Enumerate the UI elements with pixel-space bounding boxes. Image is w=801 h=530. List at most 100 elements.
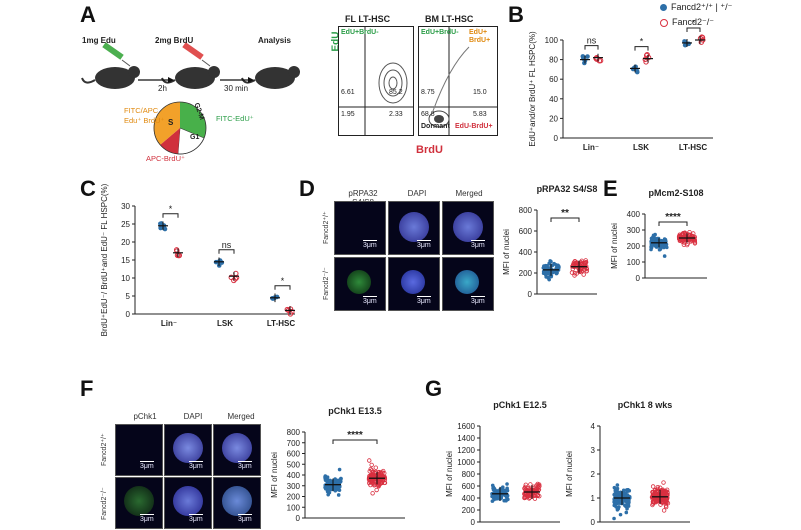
y-tick-label: 0 bbox=[554, 134, 559, 143]
micro-d-label-3: Merged bbox=[455, 189, 483, 198]
significance-label: * bbox=[692, 20, 696, 28]
chart-title: pChk1 8 wks bbox=[618, 400, 673, 410]
micro-d-r1c2: 3μm bbox=[388, 201, 440, 255]
micro-d-row1: Fancd2⁺/⁺ bbox=[323, 211, 330, 244]
y-tick-label: 100 bbox=[627, 258, 641, 267]
data-point-ko bbox=[660, 500, 665, 505]
data-point-wt bbox=[615, 483, 620, 487]
flow1-v-tr: 85.2 bbox=[389, 89, 403, 96]
y-axis-label: MFI of nuclei bbox=[610, 223, 619, 269]
y-tick-label: 600 bbox=[519, 227, 533, 236]
data-point-ko bbox=[650, 484, 656, 489]
data-point-wt bbox=[505, 488, 510, 493]
significance-label: * bbox=[281, 276, 285, 286]
pie-right-label: FITC-EdU⁺ bbox=[216, 114, 254, 123]
data-point-wt bbox=[625, 506, 629, 511]
data-point-ko bbox=[581, 272, 586, 277]
step-brdu: 2mg BrdU bbox=[155, 36, 194, 45]
flow-title-2: BM LT-HSC bbox=[425, 14, 474, 24]
micro-f-label-3: Merged bbox=[227, 412, 255, 421]
y-tick-label: 5 bbox=[126, 292, 131, 301]
data-point-ko bbox=[522, 486, 527, 491]
legend-label-wt: Fancd2⁺/⁺ | ⁺/⁻ bbox=[671, 2, 733, 12]
data-point-ko bbox=[530, 489, 536, 494]
y-axis-label: MFI of nuclei bbox=[565, 451, 574, 497]
y-tick-label: 1000 bbox=[457, 458, 475, 467]
data-point-wt bbox=[323, 475, 327, 479]
legend-label-ko: Fancd2⁻/⁻ bbox=[672, 17, 715, 27]
flow2-v-bl: 68.8 bbox=[421, 111, 435, 118]
data-point-ko bbox=[643, 52, 650, 59]
flow-title-1: FL LT-HSC bbox=[345, 14, 391, 24]
syringe-green-icon bbox=[102, 42, 131, 67]
data-point-ko bbox=[655, 484, 660, 490]
data-point-wt bbox=[682, 42, 688, 48]
data-point-ko bbox=[653, 498, 658, 503]
y-tick-label: 400 bbox=[287, 471, 301, 480]
data-point-wt bbox=[626, 487, 630, 492]
data-point-ko bbox=[535, 481, 540, 487]
data-point-ko bbox=[652, 488, 658, 493]
panel-letter-b: B bbox=[508, 2, 524, 27]
data-point-wt bbox=[327, 480, 331, 485]
micro-d-row2: Fancd2⁻/⁻ bbox=[323, 267, 330, 300]
pie-bottom-label: APC-BrdU⁺ bbox=[146, 154, 185, 163]
data-point-wt bbox=[626, 504, 631, 508]
data-point-wt bbox=[621, 488, 626, 493]
time-30min: 30 min bbox=[224, 84, 249, 93]
micro-f-r2c2: 3μm bbox=[164, 477, 212, 529]
data-point-wt bbox=[617, 499, 622, 503]
significance-bracket bbox=[218, 249, 235, 254]
pie-left-label-2: Edu⁺ BrdU⁺ bbox=[124, 116, 165, 125]
mouse-2-icon bbox=[161, 66, 220, 89]
data-point-ko bbox=[376, 483, 381, 488]
y-axis-label: EdU⁺and/or BrdU⁺ FL HSPC(%) bbox=[528, 31, 537, 147]
y-tick-label: 400 bbox=[462, 494, 476, 503]
scalebar: 3μm bbox=[140, 461, 154, 470]
data-point-wt bbox=[326, 484, 331, 489]
significance-label: ns bbox=[587, 36, 597, 46]
nucleus bbox=[455, 270, 479, 294]
data-point-wt bbox=[657, 247, 662, 252]
step-analysis: Analysis bbox=[258, 36, 291, 45]
panel-letter-d: D bbox=[299, 176, 315, 201]
data-point-ko bbox=[654, 489, 660, 494]
data-point-ko bbox=[370, 491, 375, 496]
y-tick-label: 2 bbox=[591, 470, 596, 479]
data-point-wt bbox=[545, 263, 549, 268]
data-point-wt bbox=[653, 244, 658, 248]
scalebar: 3μm bbox=[238, 461, 252, 470]
flow2-q-tr-1: EdU+ bbox=[469, 29, 488, 36]
y-tick-label: 80 bbox=[549, 56, 558, 65]
panel-letter-c: C bbox=[80, 176, 96, 201]
y-tick-label: 1200 bbox=[457, 446, 475, 455]
significance-label: * bbox=[640, 37, 644, 47]
y-tick-label: 30 bbox=[121, 202, 130, 211]
data-point-wt bbox=[585, 54, 590, 59]
nucleus bbox=[453, 212, 483, 242]
panel-letter-f: F bbox=[80, 376, 94, 401]
y-tick-label: 400 bbox=[627, 210, 641, 219]
data-point-wt bbox=[500, 485, 505, 489]
scalebar: 3μm bbox=[140, 514, 154, 523]
data-point-wt bbox=[615, 486, 620, 491]
nucleus bbox=[347, 270, 371, 294]
x-tick-label: Lin⁻ bbox=[161, 319, 177, 328]
x-tick-label: LSK bbox=[217, 319, 233, 328]
significance-bracket bbox=[162, 213, 179, 218]
micro-d-label-2: DAPI bbox=[407, 189, 427, 198]
chart-title: pMcm2-S108 bbox=[648, 188, 703, 198]
y-tick-label: 15 bbox=[121, 256, 130, 265]
data-point-ko bbox=[287, 306, 294, 312]
data-point-wt bbox=[623, 503, 627, 508]
y-tick-label: 800 bbox=[462, 470, 476, 479]
y-tick-label: 1400 bbox=[457, 434, 475, 443]
data-point-wt bbox=[654, 237, 659, 242]
x-tick-label: LT-HSC bbox=[679, 143, 708, 152]
scalebar: 3μm bbox=[417, 240, 431, 249]
significance-label: * bbox=[169, 204, 173, 214]
data-point-wt bbox=[542, 264, 546, 268]
data-point-wt bbox=[612, 492, 616, 497]
y-tick-label: 0 bbox=[591, 518, 596, 527]
data-point-wt bbox=[219, 260, 225, 265]
